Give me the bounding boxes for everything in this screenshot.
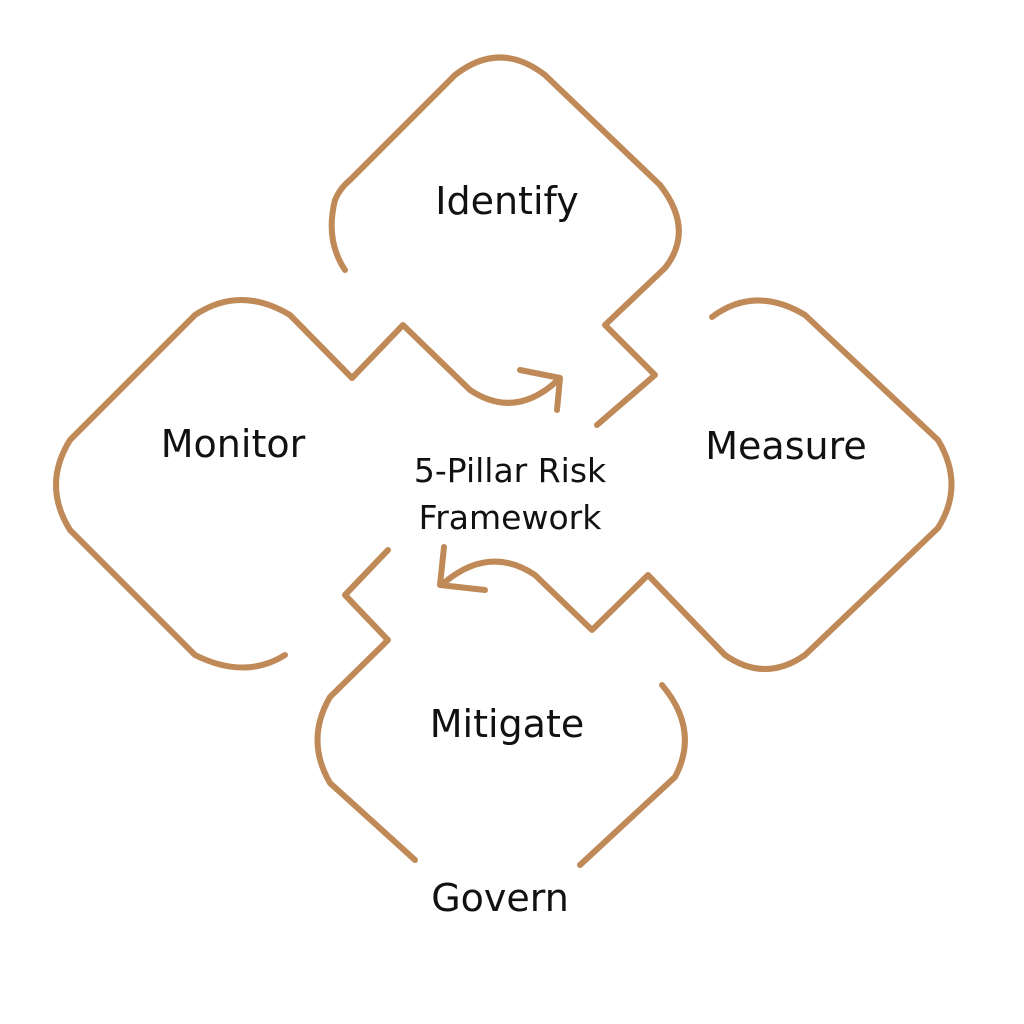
pillar-label-govern: Govern [431, 876, 569, 920]
monitor-arrowhead-icon [517, 367, 563, 413]
measure-outline [442, 297, 955, 672]
pillar-label-measure: Measure [705, 424, 867, 468]
pillar-label-identify: Identify [435, 179, 578, 223]
pillar-label-mitigate: Mitigate [430, 702, 585, 746]
pillar-label-monitor: Monitor [161, 422, 306, 466]
mitigate-outline-left [314, 547, 418, 863]
mitigate-outline-right [577, 682, 688, 868]
monitor-outline [53, 297, 561, 671]
center-title-line2: Framework [419, 498, 603, 537]
identify-outline [328, 54, 682, 428]
measure-arrowhead-icon [437, 544, 488, 593]
center-title-line1: 5-Pillar Risk [414, 451, 607, 490]
